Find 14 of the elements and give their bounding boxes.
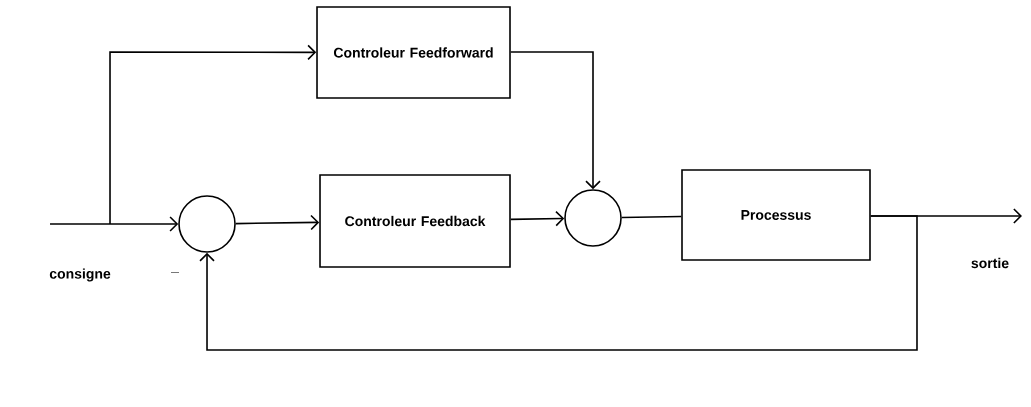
label: sortie xyxy=(971,257,1009,269)
arrow xyxy=(109,44,317,225)
arrow xyxy=(510,51,601,190)
arrow xyxy=(49,216,179,232)
arrow xyxy=(199,215,918,351)
label: consigne xyxy=(49,268,111,282)
arrow xyxy=(235,214,320,231)
process-box: Processus xyxy=(681,169,871,261)
summing-junction xyxy=(564,189,622,247)
arrow xyxy=(510,210,565,227)
summing-junction xyxy=(178,195,236,253)
process-box: Controleur Feedforward xyxy=(316,6,511,99)
process-box: Controleur Feedback xyxy=(319,174,511,268)
label: _ xyxy=(171,272,180,273)
